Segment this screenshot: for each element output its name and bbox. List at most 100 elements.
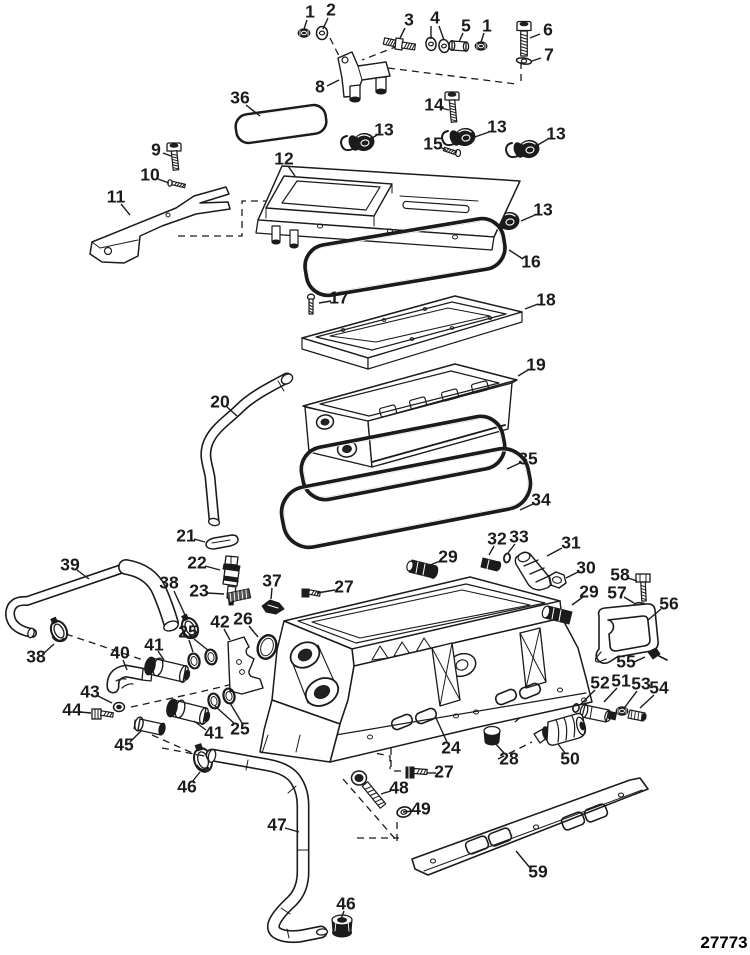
callout-number: 24 (441, 738, 461, 758)
callout-number: 55 (616, 652, 636, 672)
callout-number: 37 (262, 571, 281, 591)
callout-number: 11 (107, 187, 126, 207)
callout-56-40: 56 (647, 594, 679, 621)
callout-number: 10 (140, 165, 160, 185)
callout-27-36: 27 (316, 577, 354, 597)
callout-leader-line (188, 639, 194, 653)
callout-number: 28 (499, 749, 519, 769)
callout-leader-line (340, 910, 345, 920)
callout-1-0: 1 (303, 2, 315, 30)
callout-number: 17 (329, 288, 348, 308)
callout-leader-line (493, 741, 505, 754)
callout-number: 2 (326, 0, 336, 20)
callout-43-49: 43 (80, 682, 113, 704)
callout-number: 26 (233, 609, 253, 629)
callout-number: 41 (204, 723, 224, 743)
callout-number: 51 (611, 671, 631, 691)
callout-leader-line (326, 79, 340, 87)
callout-38-44: 38 (159, 573, 186, 616)
callout-leader-line (270, 587, 273, 600)
callout-number: 38 (159, 573, 179, 593)
callout-number: 53 (631, 674, 651, 694)
callout-leader-line (506, 462, 521, 470)
callout-leader-line (204, 565, 221, 571)
callout-number: 43 (80, 682, 100, 702)
callout-51-63: 51 (603, 671, 631, 703)
callout-leader-line (120, 203, 131, 216)
callout-46-67: 46 (336, 894, 356, 920)
callout-35-25: 35 (506, 449, 538, 470)
callout-number: 45 (114, 735, 134, 755)
callout-number: 25 (230, 719, 250, 739)
callout-59-68: 59 (515, 850, 548, 882)
callout-number: 50 (560, 749, 580, 769)
callout-leader-line (193, 538, 206, 543)
callout-leader-line (191, 771, 201, 783)
callout-number: 33 (509, 527, 529, 547)
callout-36-9: 36 (230, 88, 261, 117)
callout-number: 54 (649, 678, 669, 698)
callout-42-42: 42 (210, 612, 231, 641)
callout-number: 8 (315, 77, 325, 97)
callout-leader-line (624, 690, 638, 708)
figure-number: 27773 (700, 933, 747, 952)
callout-5-4: 5 (458, 16, 471, 43)
callout-leader-line (245, 104, 261, 117)
callout-leader-line (647, 608, 662, 621)
callout-47-55: 47 (267, 815, 300, 835)
callout-leader-line (488, 545, 495, 556)
callout-20-24: 20 (210, 392, 238, 417)
callout-13-14: 13 (535, 124, 566, 147)
callout-leader-line (480, 32, 485, 43)
callout-leader-line (284, 827, 300, 833)
callout-leader-line (287, 165, 296, 177)
callout-number: 31 (561, 533, 581, 553)
callout-49-57: 49 (402, 799, 431, 819)
callout-number: 16 (521, 252, 541, 272)
callout-leader-line (546, 547, 563, 557)
callout-number: 36 (230, 88, 250, 108)
callout-number: 18 (536, 290, 556, 310)
callout-leader-line (206, 592, 225, 595)
callout-number: 40 (110, 643, 130, 663)
callout-leader-line (223, 628, 231, 641)
callout-21-27: 21 (176, 526, 206, 546)
callout-leader-line (471, 131, 490, 139)
callout-number: 23 (189, 581, 209, 601)
callout-14-10: 14 (424, 95, 450, 115)
callout-number: 3 (404, 10, 414, 30)
callout-57-38: 57 (607, 583, 635, 604)
callout-number: 5 (461, 16, 471, 36)
callout-leader-line (508, 249, 524, 260)
callout-10-16: 10 (140, 165, 170, 185)
callout-leader-line (303, 19, 308, 30)
callout-number: 38 (26, 647, 46, 667)
callout-leader-line (318, 300, 332, 304)
callout-number: 19 (526, 355, 546, 375)
callout-leader-line (519, 503, 534, 511)
callout-number: 9 (151, 140, 161, 160)
diagram-artwork (5, 20, 668, 944)
callout-2-1: 2 (322, 0, 336, 30)
callout-13-18: 13 (520, 200, 553, 222)
callout-number: 22 (187, 553, 207, 573)
callout-leader-line (571, 596, 584, 606)
callout-number: 52 (590, 673, 610, 693)
callout-leader-line (507, 543, 516, 554)
callout-leader-line (226, 406, 238, 417)
callout-39-43: 39 (60, 555, 90, 580)
callout-13-13: 13 (471, 117, 507, 139)
callout-25-48: 25 (178, 622, 210, 653)
callout-16-20: 16 (508, 249, 541, 272)
callout-number: 1 (482, 16, 492, 36)
callout-number: 13 (533, 200, 553, 220)
callout-25-53: 25 (214, 702, 250, 739)
callout-number: 27 (334, 577, 353, 597)
callout-19-23: 19 (517, 355, 546, 377)
callout-45-51: 45 (114, 730, 142, 755)
callout-number: 4 (430, 8, 440, 28)
callout-leader-line (440, 107, 450, 111)
callout-54-65: 54 (639, 678, 669, 709)
